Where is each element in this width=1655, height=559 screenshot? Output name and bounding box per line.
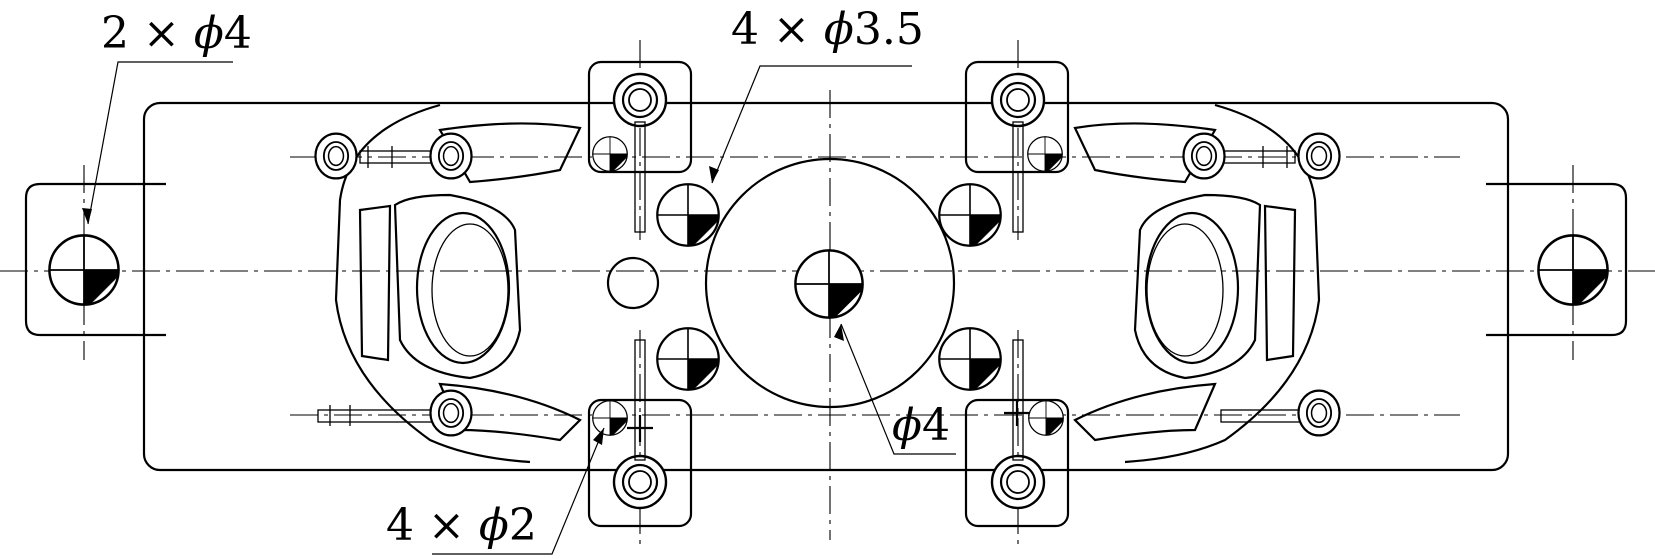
right-lug [1486, 182, 1628, 337]
central-disc [704, 157, 956, 409]
right-top-clamp [1073, 122, 1341, 184]
svg-text:ϕ4: ϕ4 [892, 400, 950, 451]
left-lug [24, 182, 166, 337]
left-top-clamp [314, 122, 582, 184]
right-bottom-clamp [1073, 382, 1341, 442]
svg-text:2 × ϕ4: 2 × ϕ4 [101, 8, 252, 59]
leader-lines [82, 61, 956, 555]
right-workpiece [1124, 103, 1321, 464]
clamp-block-bottom-right [964, 339, 1070, 528]
callout-4x-phi2: 4 × ϕ2 [386, 500, 537, 551]
callout-phi4: ϕ4 [892, 400, 950, 451]
svg-text:4 × ϕ3.5: 4 × ϕ3.5 [731, 4, 924, 55]
base-plate [142, 101, 1510, 472]
clamp-block-top-left [587, 60, 693, 233]
callout-4x-phi3.5: 4 × ϕ3.5 [731, 4, 924, 55]
left-bottom-clamp [317, 382, 582, 442]
center-hole-ϕ4 [795, 250, 862, 317]
svg-text:4 × ϕ2: 4 × ϕ2 [386, 500, 537, 551]
left-workpiece [334, 103, 531, 464]
clamp-block-top-right [964, 60, 1070, 233]
open-hole [606, 256, 660, 310]
callout-2x-phi4: 2 × ϕ4 [101, 8, 252, 59]
